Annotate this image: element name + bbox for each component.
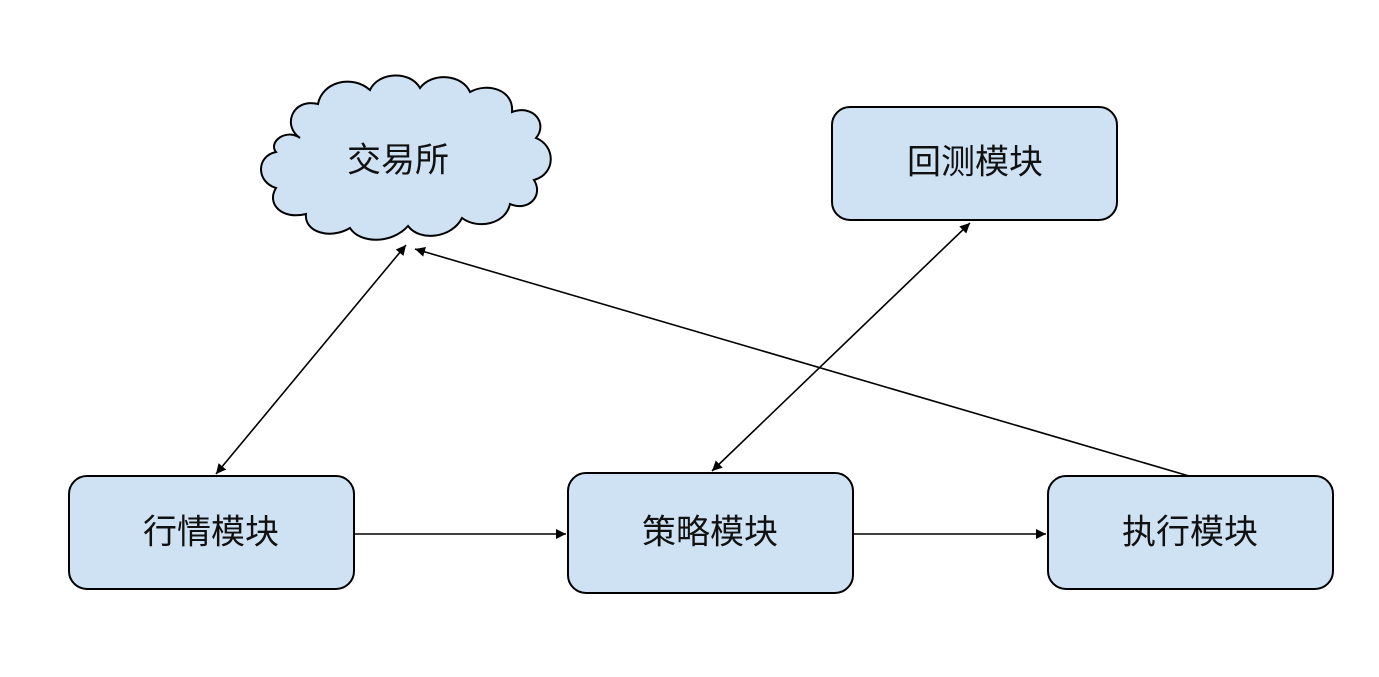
node-strategy: 策略模块 [567, 472, 854, 594]
edge-backtest-strategy [711, 222, 971, 472]
edge-execution-exchange [414, 247, 1190, 477]
execution-box [1047, 475, 1334, 590]
execution-label: 执行模块 [1122, 513, 1258, 553]
backtest-box [831, 106, 1118, 221]
backtest-label: 回测模块 [907, 143, 1043, 183]
strategy-box [567, 472, 854, 594]
node-market: 行情模块 [68, 475, 355, 590]
node-execution: 执行模块 [1047, 475, 1334, 590]
node-backtest: 回测模块 [831, 106, 1118, 221]
exchange-label: 交易所 [347, 141, 449, 181]
strategy-label: 策略模块 [642, 513, 778, 553]
edge-exchange-market [215, 244, 407, 475]
market-label: 行情模块 [143, 513, 279, 553]
cloud-shape [260, 74, 552, 241]
node-exchange: 交易所 [260, 74, 552, 241]
market-box [68, 475, 355, 590]
